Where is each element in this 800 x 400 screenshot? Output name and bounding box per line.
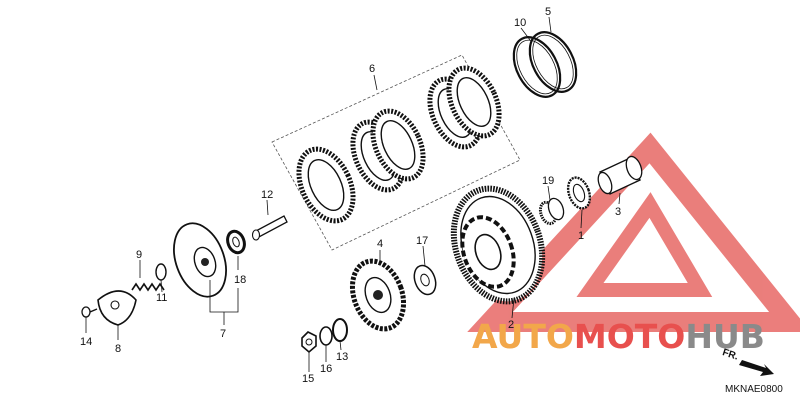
spring-washer (155, 263, 167, 281)
callout-10: 10 (514, 17, 526, 29)
flange-bolt (81, 306, 98, 318)
callout-19: 19 (542, 175, 554, 187)
callout-14: 14 (80, 336, 92, 348)
lock-nut (301, 331, 317, 354)
arrow-right-icon (739, 360, 774, 376)
oil-pump-drive-sprocket (566, 176, 592, 210)
watermark-text: AUTOMOTOHUB (472, 317, 765, 356)
front-direction-indicator: FR. (721, 347, 774, 376)
clutch-center-hub (349, 258, 407, 332)
clutch-plate-3 (370, 108, 426, 182)
watermark-hub: HUB (685, 317, 765, 356)
diagram-code: MKNAE0800 (725, 384, 783, 395)
lifter-plate (97, 290, 137, 326)
watermark-moto: MOTO (574, 317, 685, 356)
spring-washer-13 (332, 318, 348, 342)
leader-lines (85, 16, 621, 372)
callout-5: 5 (545, 6, 551, 18)
ring-seal-10 (512, 36, 562, 98)
callout-11: 11 (156, 292, 167, 304)
callout-18: 18 (234, 274, 246, 286)
clutch-outer-gear (450, 185, 546, 305)
pressure-plate (173, 222, 227, 298)
callout-8: 8 (115, 343, 121, 355)
release-bearing (226, 229, 246, 255)
callout-9: 9 (136, 249, 142, 261)
callout-12: 12 (261, 189, 273, 201)
clutch-plate-5 (446, 65, 502, 139)
svg-text:AUTOMOTOHUB: AUTOMOTOHUB (472, 317, 765, 356)
callout-3: 3 (615, 206, 621, 218)
callout-7: 7 (220, 328, 226, 340)
clutch-outer-guide (597, 155, 643, 195)
callout-17: 17 (416, 235, 428, 247)
callout-16: 16 (320, 363, 332, 375)
front-label: FR. (721, 347, 740, 363)
clutch-plate-1 (296, 146, 356, 224)
ring-seal-5 (528, 31, 578, 93)
watermark-auto: AUTO (472, 317, 574, 356)
lock-washer (319, 326, 333, 346)
callout-2: 2 (508, 319, 514, 331)
watermark-triangle-logo (467, 132, 800, 332)
lifter-rod (251, 215, 288, 241)
callout-6: 6 (369, 63, 375, 75)
callout-1: 1 (578, 230, 584, 242)
callout-13: 13 (336, 351, 348, 363)
callout-15: 15 (302, 373, 314, 385)
callout-4: 4 (377, 238, 383, 250)
clutch-spring (131, 282, 165, 292)
needle-bearing (538, 197, 565, 226)
